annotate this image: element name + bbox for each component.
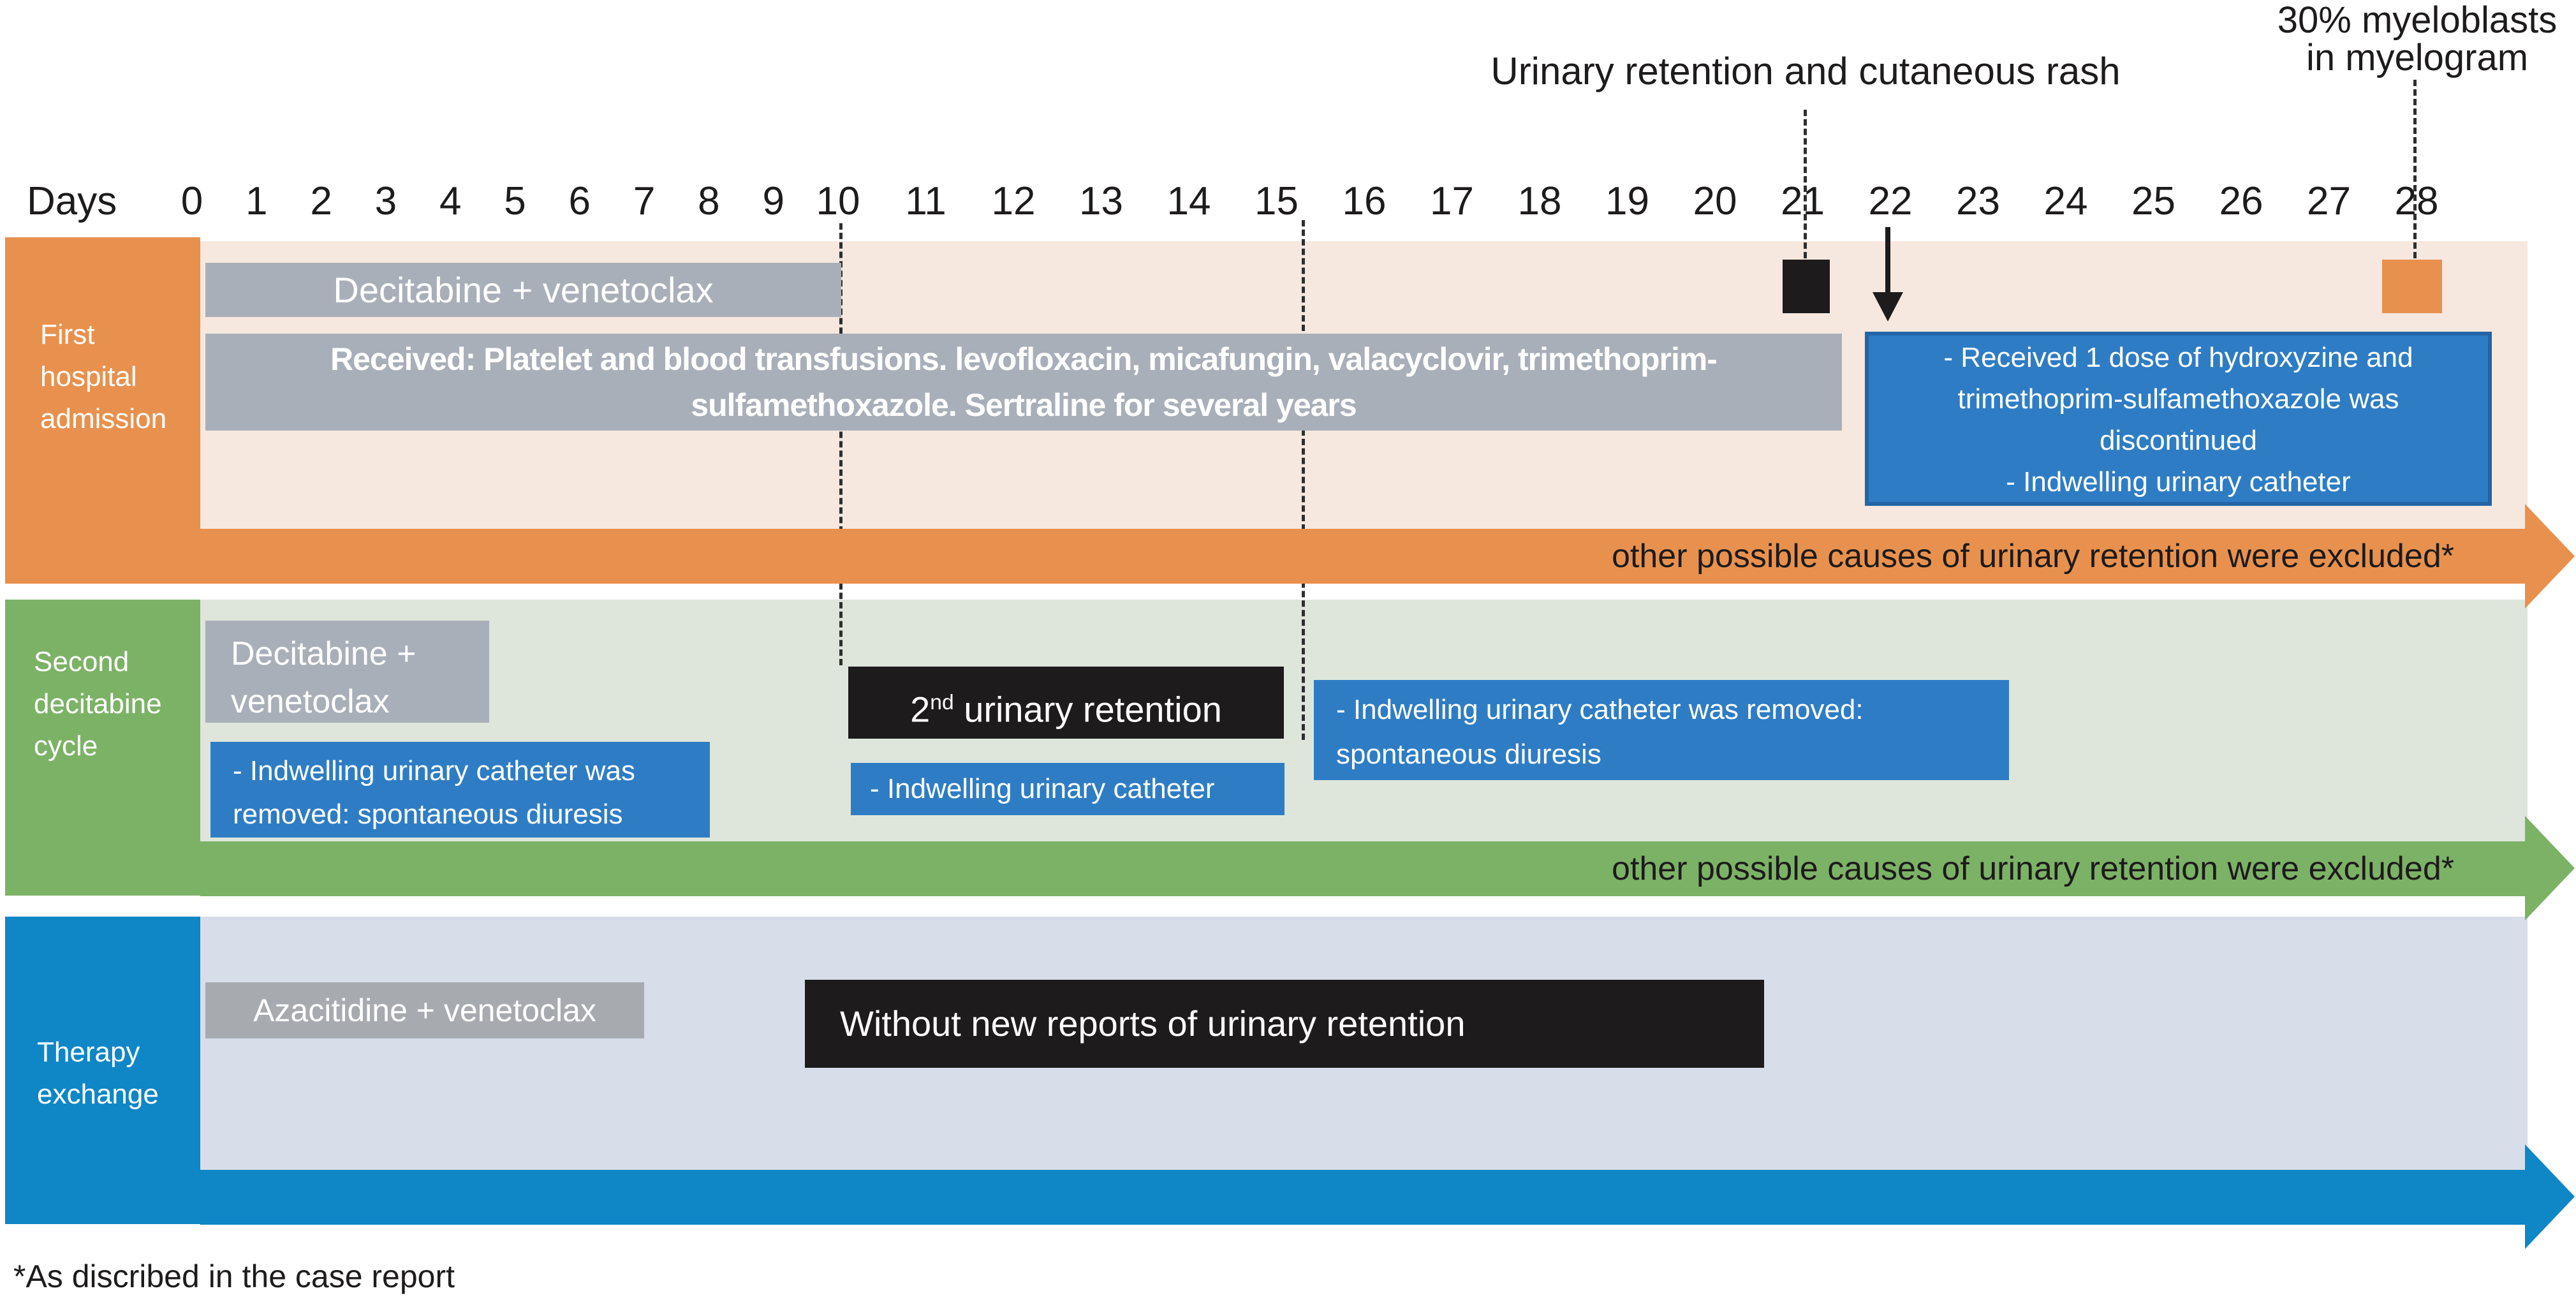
axis-day-20: 20	[1693, 179, 1737, 223]
row2-arrowhead-icon	[2525, 816, 2575, 920]
axis-day-3: 3	[374, 179, 397, 223]
row2-label-block: Second decitabine cycle	[5, 600, 200, 896]
axis-day-21: 21	[1781, 179, 1825, 223]
row2-blue-right-line2: spontaneous diuresis	[1336, 739, 1601, 770]
dashed-guide-day-21	[1804, 110, 1807, 258]
dashed-guide-day-28	[2413, 80, 2417, 258]
axis-day-22: 22	[1868, 179, 1913, 223]
row1-intervention-box: - Received 1 dose of hydroxyzine and tri…	[1865, 332, 2492, 506]
row1-arrowhead-icon	[2525, 504, 2575, 609]
axis-title-days: Days	[27, 179, 117, 223]
axis-day-8: 8	[698, 179, 720, 223]
row3-no-new-reports-box: Without new reports of urinary retention	[805, 980, 1764, 1068]
row1-label-block: First hospital admission	[5, 237, 200, 584]
row1-myelogram-square-day28	[2382, 260, 2442, 313]
row3-timeline-arrow	[200, 1170, 2528, 1225]
row2-bar-line2: venetoclax	[231, 683, 390, 720]
axis-day-16: 16	[1342, 179, 1387, 223]
row2-label: Second decitabine cycle	[34, 646, 162, 762]
row2-black-box-sup: nd	[930, 691, 954, 714]
row2-black-box-num: 2	[910, 689, 931, 730]
axis-day-24: 24	[2043, 179, 2088, 223]
row2-catheter-removed-box-right: - Indwelling urinary catheter was remove…	[1314, 680, 2009, 780]
row1-label: First hospital admission	[40, 319, 167, 434]
axis-day-9: 9	[762, 179, 784, 223]
axis-day-25: 25	[2131, 179, 2175, 223]
axis-day-27: 27	[2307, 179, 2351, 223]
row3-label: Therapy exchange	[37, 1037, 159, 1110]
axis-day-18: 18	[1517, 179, 1562, 223]
row1-received-line1: Received: Platelet and blood transfusion…	[330, 341, 1718, 377]
axis-day-6: 6	[568, 179, 591, 223]
day22-down-arrow-shaft	[1885, 227, 1890, 293]
row1-received-line2: sulfamethoxazole. Sertraline for several…	[691, 387, 1357, 423]
row2-blue-left-line1: - Indwelling urinary catheter was	[233, 755, 635, 786]
annotation-myeloblasts-line1: 30% myeloblasts	[2277, 0, 2558, 41]
row1-excluded-causes-text: other possible causes of urinary retenti…	[1612, 538, 2454, 575]
row2-second-urinary-retention-box: 2nd urinary retention	[848, 667, 1284, 739]
row1-received-medications-box: Received: Platelet and blood transfusion…	[205, 334, 1842, 431]
annotation-urinary-retention-rash: Urinary retention and cutaneous rash	[1490, 50, 2121, 92]
row1-decitabine-venetoclax-bar: Decitabine + venetoclax	[205, 263, 841, 317]
dashed-guide-day-10	[839, 223, 843, 665]
row2-excluded-causes-arrow: other possible causes of urinary retenti…	[200, 841, 2528, 896]
axis-day-28: 28	[2394, 179, 2439, 223]
axis-day-1: 1	[246, 179, 268, 223]
row2-bar-line1: Decitabine +	[231, 635, 416, 672]
axis-day-12: 12	[991, 179, 1036, 223]
annotation-myeloblasts: 30% myeloblasts in myelogram	[2194, 1, 2576, 77]
row2-black-box-rest: urinary retention	[953, 689, 1222, 730]
row3-label-block: Therapy exchange	[5, 917, 200, 1224]
axis-day-7: 7	[633, 179, 656, 223]
annotation-myeloblasts-line2: in myelogram	[2306, 37, 2529, 79]
axis-day-15: 15	[1255, 179, 1299, 223]
axis-day-11: 11	[905, 179, 946, 223]
footnote: *As discribed in the case report	[13, 1259, 455, 1294]
axis-day-5: 5	[504, 179, 526, 223]
axis-day-0: 0	[180, 179, 203, 223]
row1-event-square-day21	[1783, 260, 1830, 313]
axis-day-14: 14	[1167, 179, 1211, 223]
dashed-guide-day-15	[1302, 220, 1305, 740]
axis-day-13: 13	[1079, 179, 1123, 223]
row2-excluded-causes-text: other possible causes of urinary retenti…	[1612, 850, 2454, 887]
axis-day-26: 26	[2219, 179, 2263, 223]
row2-decitabine-venetoclax-bar: Decitabine + venetoclax	[205, 621, 489, 723]
axis-day-19: 19	[1605, 179, 1649, 223]
axis-day-23: 23	[1956, 179, 2000, 223]
row1-intervention-line3: discontinued	[2099, 425, 2258, 456]
row3-azacitidine-venetoclax-bar: Azacitidine + venetoclax	[205, 982, 644, 1038]
row2-blue-left-line2: removed: spontaneous diuresis	[233, 799, 623, 830]
row3-arrowhead-icon	[2525, 1144, 2575, 1249]
row1-intervention-line4: - Indwelling urinary catheter	[2006, 466, 2351, 498]
axis-day-17: 17	[1430, 179, 1474, 223]
axis-day-2: 2	[310, 179, 332, 223]
axis-day-10: 10	[816, 179, 860, 223]
axis-day-4: 4	[439, 179, 462, 223]
row2-catheter-removed-box-left: - Indwelling urinary catheter was remove…	[210, 742, 710, 838]
row1-intervention-line1: - Received 1 dose of hydroxyzine and	[1943, 342, 2413, 373]
row2-blue-right-line1: - Indwelling urinary catheter was remove…	[1336, 694, 1864, 725]
day22-down-arrow-icon	[1873, 292, 1903, 321]
row1-intervention-line2: trimethoprim-sulfamethoxazole was	[1957, 383, 2399, 415]
row1-excluded-causes-arrow: other possible causes of urinary retenti…	[200, 529, 2528, 584]
row2-indwelling-catheter-box: - Indwelling urinary catheter	[851, 763, 1284, 815]
